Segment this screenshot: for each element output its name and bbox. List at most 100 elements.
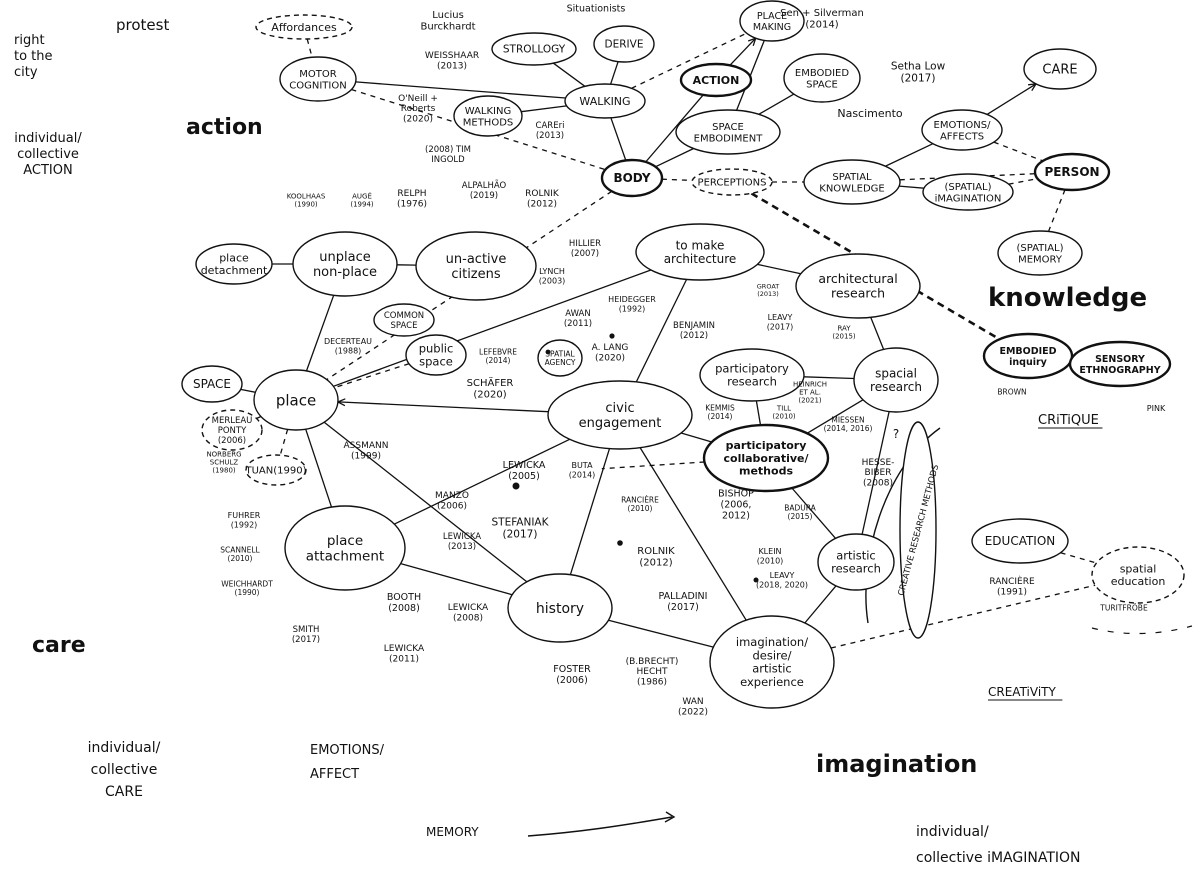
edge-spatial-knowledge-person xyxy=(899,173,1036,181)
space-embodiment-ellipse xyxy=(675,109,781,155)
perceptions-label: PERCEPTIONS xyxy=(698,178,767,189)
ref-stefaniak: STEFANIAK(2017) xyxy=(492,517,550,541)
ref-pink: PINK xyxy=(1147,404,1166,413)
edge-civic-engagement-history xyxy=(569,448,611,575)
ref-assmann: ASSMANN(1999) xyxy=(344,441,389,461)
affordances-label: Affordances xyxy=(271,21,337,34)
ref-foster: FOSTER(2006) xyxy=(553,664,591,686)
ref-a-lang: A. LANG(2020) xyxy=(592,343,629,363)
ref-ray: RAY(2015) xyxy=(832,324,856,340)
participatory-collaborative-ellipse xyxy=(702,423,830,493)
derive-label: DERIVE xyxy=(605,39,644,51)
ref-leavy-2018: LEAVY(2018, 2020) xyxy=(756,571,808,589)
person-label: PERSON xyxy=(1044,165,1099,179)
ref-koolhaas: KOOLHAAS(1990) xyxy=(287,192,326,208)
ref-heidegger: HEIDEGGER(1992) xyxy=(608,295,656,313)
ref-lefebvre: LEFEBVRE(2014) xyxy=(479,347,517,365)
ref-lynch: LYNCH(2003) xyxy=(539,267,566,285)
edge-place-merleau-ponty xyxy=(256,415,262,420)
edge-participatory-research-participatory-collaborative xyxy=(755,400,762,426)
ref-benjamin: BENJAMIN(2012) xyxy=(673,321,715,341)
marker-dot xyxy=(512,482,520,490)
edge-to-make-architecture-architectural-research xyxy=(757,263,801,275)
place-label: place xyxy=(276,391,316,409)
ref-wan: WAN(2022) xyxy=(678,697,708,717)
space-label: SPACE xyxy=(193,377,231,391)
ref-oneill-roberts: O'Neill +Roberts(2020) xyxy=(398,94,438,125)
edge-to-make-architecture-place xyxy=(333,269,652,387)
node-affordances: Affordances xyxy=(255,14,353,40)
edge-participatory-research-spacial-research xyxy=(803,376,855,380)
ref-badura: BADURA(2015) xyxy=(784,503,816,521)
education-ellipse xyxy=(971,518,1069,564)
education-label: EDUCATION xyxy=(985,534,1056,548)
edge-affordances-motor-cognition xyxy=(306,38,313,58)
ref-setha-low: Setha Low(2017) xyxy=(891,61,946,85)
spatial-memory-ellipse xyxy=(997,230,1083,276)
marker-dot xyxy=(545,349,551,355)
emotions-affects-ellipse xyxy=(921,109,1003,151)
history-label: history xyxy=(536,601,584,617)
architectural-research-ellipse xyxy=(795,253,921,319)
ref-hillier: HILLIER(2007) xyxy=(569,239,601,259)
motor-cognition-ellipse xyxy=(279,56,357,102)
edge-to-make-architecture-civic-engagement xyxy=(635,279,688,383)
body-label: BODY xyxy=(613,171,650,185)
embodied-space-ellipse xyxy=(783,53,861,103)
ref-fuhrer: FUHRER(1992) xyxy=(228,511,261,529)
ref-rolnik-2012a: ROLNIK(2012) xyxy=(525,189,560,209)
node-action: ACTION xyxy=(679,62,753,98)
node-space: SPACE xyxy=(181,365,243,403)
ref-brecht: (B.BRECHT)HECHT(1986) xyxy=(626,657,679,688)
merleau-ponty-ellipse xyxy=(201,409,263,451)
strollogy-label: STROLLOGY xyxy=(503,44,566,56)
node-history: history xyxy=(507,573,613,643)
place-attachment-ellipse xyxy=(284,505,406,591)
node-spatial-imagination: (SPATIAL)iMAGINATION xyxy=(922,173,1014,211)
ref-question-mark: ? xyxy=(893,427,899,441)
body-ellipse xyxy=(600,158,664,198)
ref-brown: BROWN xyxy=(997,388,1026,397)
annotation-imagination-word: imagination xyxy=(816,750,977,778)
ref-decerteau: DECERTEAU(1988) xyxy=(324,337,372,355)
walking-ellipse xyxy=(564,83,646,119)
edge-civic-engagement-imagination-desire xyxy=(639,447,747,621)
ref-smith: SMITH(2017) xyxy=(292,625,320,645)
place-making-ellipse xyxy=(739,0,805,42)
walking-label: WALKING xyxy=(579,95,630,108)
edge-arrowhead-emotions-affects-care-node xyxy=(1028,83,1038,92)
spacial-research-ellipse xyxy=(853,347,939,413)
ref-rolnik-2012b: ROLNIK(2012) xyxy=(637,546,675,569)
edge-public-space-place xyxy=(334,363,410,389)
node-strollogy: STROLLOGY xyxy=(491,32,577,66)
ref-booth: BOOTH(2008) xyxy=(387,592,421,614)
emotions-affects-label: EMOTIONS/AFFECTS xyxy=(934,120,992,143)
ref-hesse-biber: HESSE-BIBER(2008) xyxy=(862,458,895,489)
spatial-knowledge-ellipse xyxy=(803,159,901,205)
spatial-memory-label: (SPATIAL)MEMORY xyxy=(1016,243,1063,266)
spatial-imagination-label: (SPATIAL)iMAGINATION xyxy=(935,182,1002,205)
node-emotions-affects: EMOTIONS/AFFECTS xyxy=(921,109,1003,151)
